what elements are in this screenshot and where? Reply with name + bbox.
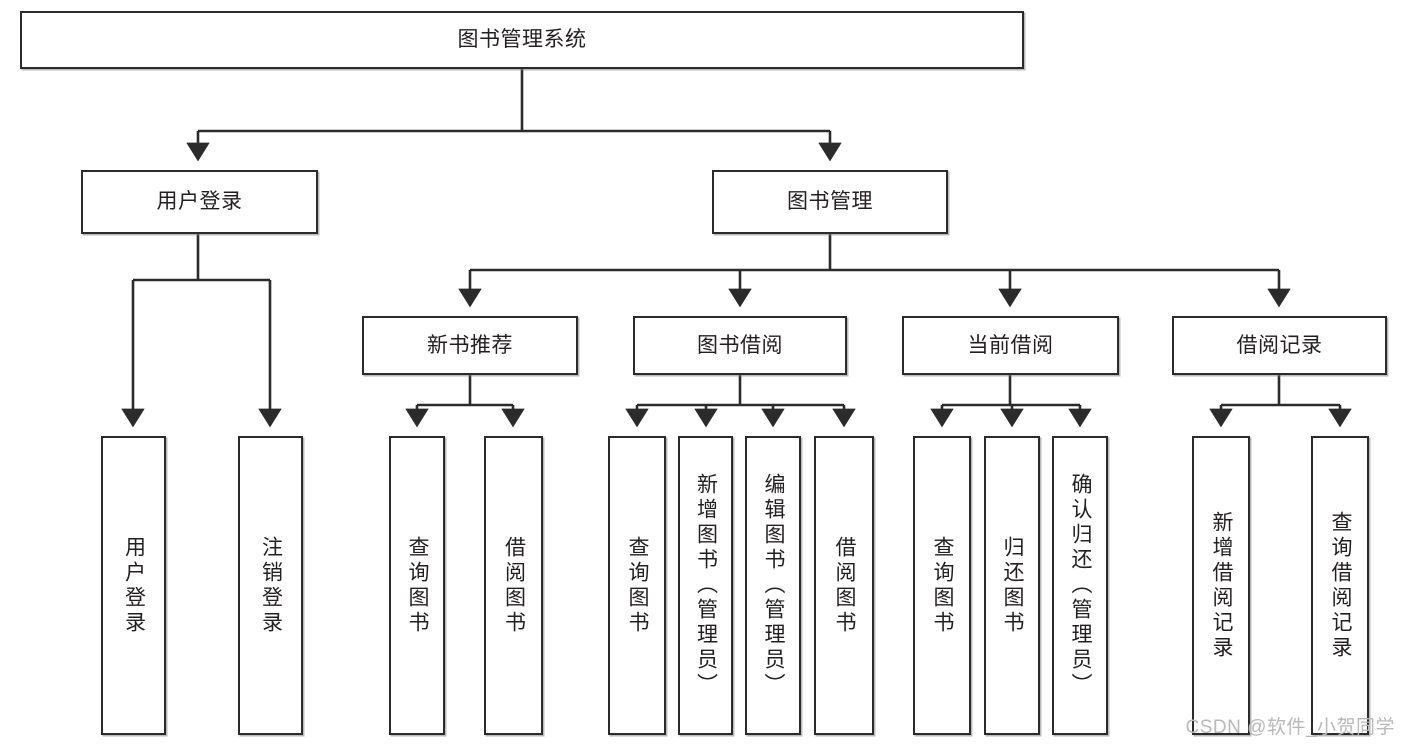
node-root-label: 图书管理系统 [457,28,587,52]
node-leaf-borrow-book-2[interactable]: 借阅图书 [814,436,874,735]
node-leaf-logout[interactable]: 注销登录 [238,436,303,735]
node-borrow-record-label: 借阅记录 [1236,333,1323,357]
node-leaf-add-book[interactable]: 新增图书（管理员） [678,436,733,735]
node-leaf-query-book-3[interactable]: 查询图书 [913,436,971,735]
node-leaf-confirm-return[interactable]: 确认归还（管理员） [1052,436,1108,735]
node-leaf-user-login-label: 用户登录 [122,535,146,636]
node-leaf-query-book-1[interactable]: 查询图书 [389,436,445,735]
node-book-manage-label: 图书管理 [787,190,873,214]
node-leaf-edit-book[interactable]: 编辑图书（管理员） [745,436,801,735]
node-new-book-rec[interactable]: 新书推荐 [362,316,578,375]
node-leaf-query-book-1-label: 查询图书 [406,535,430,636]
node-leaf-add-record[interactable]: 新增借阅记录 [1192,436,1250,735]
node-leaf-add-record-label: 新增借阅记录 [1210,510,1234,661]
node-leaf-query-record-label: 查询借阅记录 [1329,510,1353,661]
node-book-borrow-label: 图书借阅 [697,333,783,357]
node-current-borrow[interactable]: 当前借阅 [902,316,1119,375]
node-leaf-query-book-3-label: 查询图书 [931,535,955,636]
node-leaf-query-record[interactable]: 查询借阅记录 [1311,436,1369,735]
node-leaf-add-book-label: 新增图书（管理员） [694,473,718,698]
node-root[interactable]: 图书管理系统 [20,11,1024,69]
node-current-borrow-label: 当前借阅 [967,333,1054,357]
node-leaf-query-book-2-label: 查询图书 [626,535,650,636]
node-new-book-rec-label: 新书推荐 [427,333,513,357]
node-leaf-query-book-2[interactable]: 查询图书 [608,436,666,735]
node-leaf-borrow-book-1-label: 借阅图书 [502,535,526,636]
node-leaf-borrow-book-1[interactable]: 借阅图书 [484,436,543,735]
node-leaf-return-book[interactable]: 归还图书 [984,436,1040,735]
node-leaf-user-login[interactable]: 用户登录 [101,436,166,735]
watermark-text: CSDN @软件_小贺同学 [1185,717,1395,738]
node-leaf-borrow-book-2-label: 借阅图书 [833,535,857,636]
node-user-login-label: 用户登录 [156,190,243,214]
node-borrow-record[interactable]: 借阅记录 [1172,316,1387,375]
node-book-borrow[interactable]: 图书借阅 [633,316,847,375]
node-leaf-confirm-return-label: 确认归还（管理员） [1069,473,1093,698]
node-user-login[interactable]: 用户登录 [81,170,318,234]
node-leaf-logout-label: 注销登录 [259,535,283,636]
node-book-manage[interactable]: 图书管理 [712,170,948,234]
node-leaf-return-book-label: 归还图书 [1001,535,1025,636]
node-leaf-edit-book-label: 编辑图书（管理员） [762,473,786,698]
